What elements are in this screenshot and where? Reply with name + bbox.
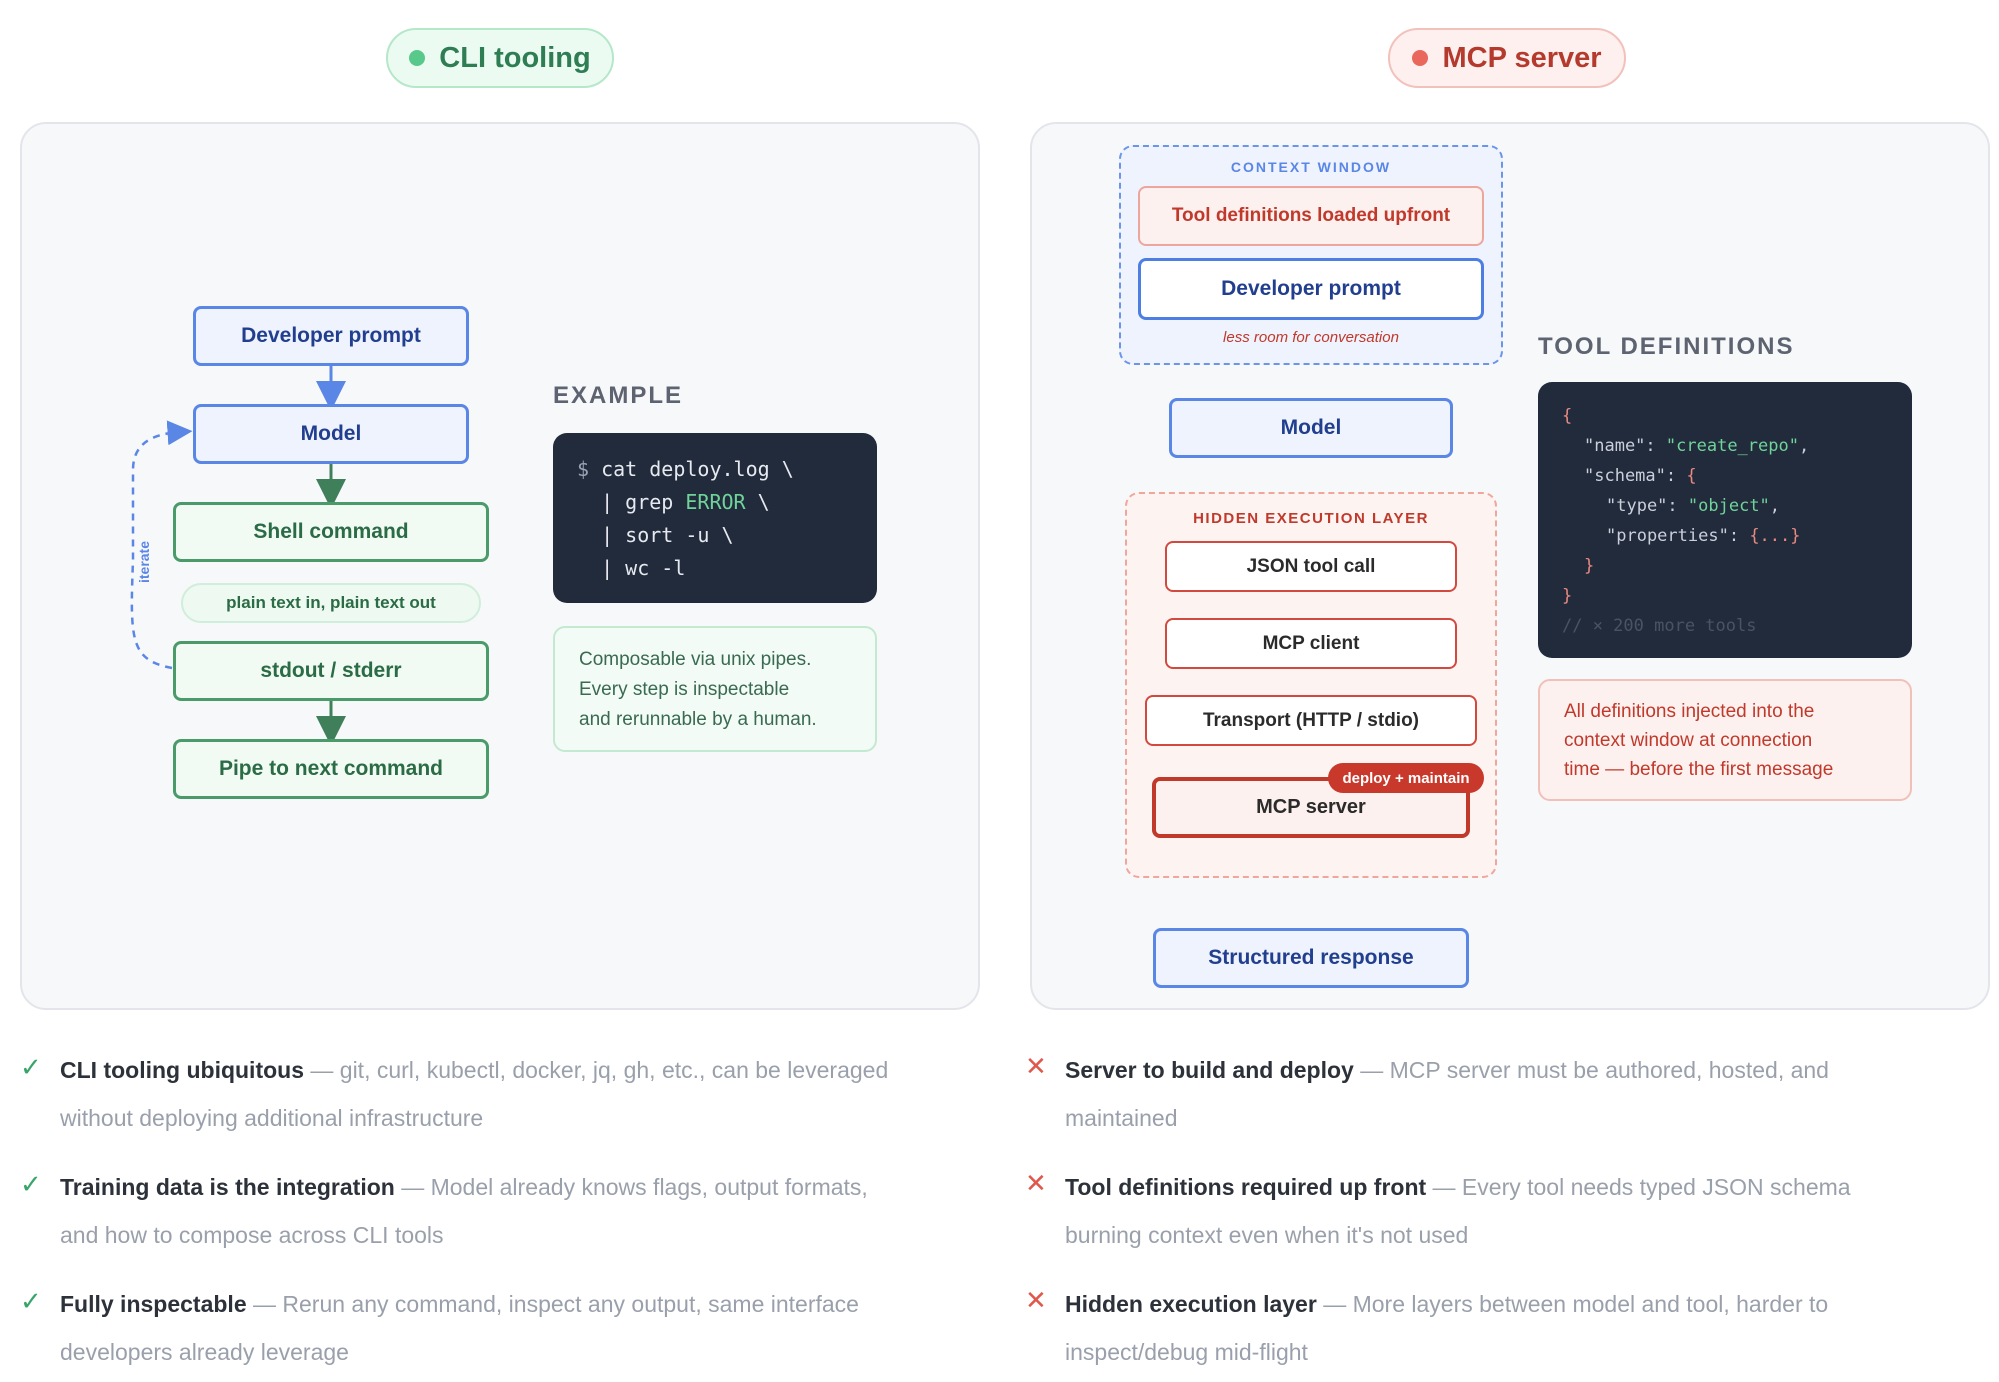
stdout-stderr-label: stdout / stderr xyxy=(260,659,402,682)
pro-item-3: Fully inspectable — Rerun any command, i… xyxy=(60,1280,1000,1376)
shell-prompt-symbol: $ xyxy=(577,457,602,481)
json-tool-call-label: JSON tool call xyxy=(1246,555,1376,577)
json-close-brace: } xyxy=(1562,586,1573,606)
con-item-2: Tool definitions required up front — Eve… xyxy=(1065,1163,1995,1259)
example-code-block: $ cat deploy.log \ | grep ERROR \ | sort… xyxy=(553,433,877,603)
mcp-developer-prompt-node: Developer prompt xyxy=(1138,258,1484,320)
stdout-stderr-node: stdout / stderr xyxy=(173,641,489,701)
pro-1-line1: — git, curl, kubectl, docker, jq, gh, et… xyxy=(304,1057,889,1083)
json-type-key: "type" xyxy=(1606,496,1668,516)
transport-label: Transport (HTTP / stdio) xyxy=(1202,709,1420,731)
con-item-1: Server to build and deploy — MCP server … xyxy=(1065,1046,1995,1142)
pro-item-1: CLI tooling ubiquitous — git, curl, kube… xyxy=(60,1046,1000,1142)
mcp-client-node: MCP client xyxy=(1165,618,1457,669)
mcp-model-label: Model xyxy=(1280,416,1342,439)
pro-1-line2: without deploying additional infrastruct… xyxy=(60,1105,484,1131)
code-line-2-pre: | grep xyxy=(577,490,686,514)
tool-defs-loaded-label: Tool definitions loaded upfront xyxy=(1171,205,1451,226)
pro-1-title: CLI tooling ubiquitous xyxy=(60,1057,304,1083)
pipe-next-command-node: Pipe to next command xyxy=(173,739,489,799)
mcp-server-label: MCP server xyxy=(1442,41,1602,74)
green-dot-icon xyxy=(409,50,426,66)
deploy-maintain-badge: deploy + maintain xyxy=(1328,763,1484,793)
context-window-box xyxy=(1119,145,1503,365)
mcp-server-pill: MCP server xyxy=(1388,28,1626,88)
cli-note-line-1: Composable via unix pipes. xyxy=(579,649,812,670)
cli-note: Composable via unix pipes. Every step is… xyxy=(553,626,877,752)
json-comment: // × 200 more tools xyxy=(1562,616,1757,636)
cross-icon: ✕ xyxy=(1025,1168,1047,1198)
tool-definitions-heading: TOOL DEFINITIONS xyxy=(1538,333,1795,360)
pro-3-line1: — Rerun any command, inspect any output,… xyxy=(246,1291,859,1317)
con-2-title: Tool definitions required up front xyxy=(1065,1174,1427,1200)
json-type-value: "object" xyxy=(1687,496,1770,516)
cli-note-line-2: Every step is inspectable xyxy=(579,679,790,700)
pro-3-line2: developers already leverage xyxy=(60,1339,349,1365)
cli-developer-prompt-node: Developer prompt xyxy=(193,306,469,366)
transport-node: Transport (HTTP / stdio) xyxy=(1145,695,1477,746)
cross-icon: ✕ xyxy=(1025,1285,1047,1315)
json-tool-call-node: JSON tool call xyxy=(1165,541,1457,592)
mcp-model-node: Model xyxy=(1169,398,1453,458)
con-2-line1: — Every tool needs typed JSON schema xyxy=(1426,1174,1851,1200)
con-1-line1: — MCP server must be authored, hosted, a… xyxy=(1353,1057,1829,1083)
hidden-execution-label: HIDDEN EXECUTION LAYER xyxy=(1193,510,1429,527)
mcp-server-node-label: MCP server xyxy=(1256,796,1366,818)
json-schema-key: "schema" xyxy=(1584,466,1666,486)
cli-model-node: Model xyxy=(193,404,469,464)
pro-3-title: Fully inspectable xyxy=(60,1291,247,1317)
mcp-developer-prompt-label: Developer prompt xyxy=(1221,277,1401,300)
json-properties-value: {...} xyxy=(1749,526,1801,546)
cli-model-label: Model xyxy=(300,422,362,445)
con-1-line2: maintained xyxy=(1065,1105,1178,1131)
example-heading: EXAMPLE xyxy=(553,382,684,409)
con-item-3: Hidden execution layer — More layers bet… xyxy=(1065,1280,1995,1376)
mcp-client-label: MCP client xyxy=(1262,632,1360,654)
json-name-value: "create_repo" xyxy=(1665,436,1799,456)
pipe-next-command-label: Pipe to next command xyxy=(218,757,444,780)
json-open-brace: { xyxy=(1562,406,1573,426)
code-line-3: | sort -u \ xyxy=(577,523,734,547)
shell-command-label: Shell command xyxy=(253,520,409,543)
red-dot-icon xyxy=(1412,50,1429,66)
cli-tooling-label: CLI tooling xyxy=(439,41,591,74)
tool-defs-loaded-node: Tool definitions loaded upfront xyxy=(1138,186,1484,246)
check-icon: ✓ xyxy=(20,1052,42,1082)
code-line-2-post: \ xyxy=(745,490,770,514)
mcp-note-line-1: All definitions injected into the xyxy=(1564,701,1815,722)
context-window-label: CONTEXT WINDOW xyxy=(1230,159,1392,175)
code-line-2-highlight: ERROR xyxy=(685,490,746,514)
check-icon: ✓ xyxy=(20,1286,42,1316)
mcp-note-line-2: context window at connection xyxy=(1564,730,1813,751)
con-3-line2: inspect/debug mid-flight xyxy=(1065,1339,1308,1365)
check-icon: ✓ xyxy=(20,1169,42,1199)
code-line-4: | wc -l xyxy=(577,556,686,580)
structured-response-node: Structured response xyxy=(1153,928,1469,988)
pro-2-line1: — Model already knows flags, output form… xyxy=(394,1174,868,1200)
json-name-key: "name" xyxy=(1584,436,1646,456)
pro-2-title: Training data is the integration xyxy=(60,1174,395,1200)
cross-icon: ✕ xyxy=(1025,1051,1047,1081)
code-line-1: cat deploy.log \ xyxy=(601,457,794,481)
con-3-line1: — More layers between model and tool, ha… xyxy=(1316,1291,1829,1317)
pro-2-line2: and how to compose across CLI tools xyxy=(60,1222,444,1248)
mcp-note: All definitions injected into the contex… xyxy=(1538,679,1912,801)
json-inner-close: } xyxy=(1584,556,1595,576)
less-room-label: less room for conversation xyxy=(1223,329,1399,346)
iterate-label: iterate xyxy=(136,540,152,584)
con-1-title: Server to build and deploy xyxy=(1065,1057,1354,1083)
mcp-note-line-3: time — before the first message xyxy=(1564,759,1834,780)
cli-developer-prompt-label: Developer prompt xyxy=(241,324,421,347)
json-properties-key: "properties" xyxy=(1606,526,1729,546)
tool-definitions-code-block: { "name": "create_repo", "schema": { "ty… xyxy=(1538,382,1912,658)
plain-text-label: plain text in, plain text out xyxy=(226,593,436,612)
structured-response-label: Structured response xyxy=(1208,946,1414,969)
con-2-line2: burning context even when it's not used xyxy=(1065,1222,1469,1248)
shell-command-node: Shell command xyxy=(173,502,489,562)
plain-text-tag: plain text in, plain text out xyxy=(181,583,481,623)
con-3-title: Hidden execution layer xyxy=(1065,1291,1317,1317)
cli-tooling-pill: CLI tooling xyxy=(386,28,614,88)
cli-note-line-3: and rerunnable by a human. xyxy=(579,709,817,730)
pro-item-2: Training data is the integration — Model… xyxy=(60,1163,1000,1259)
